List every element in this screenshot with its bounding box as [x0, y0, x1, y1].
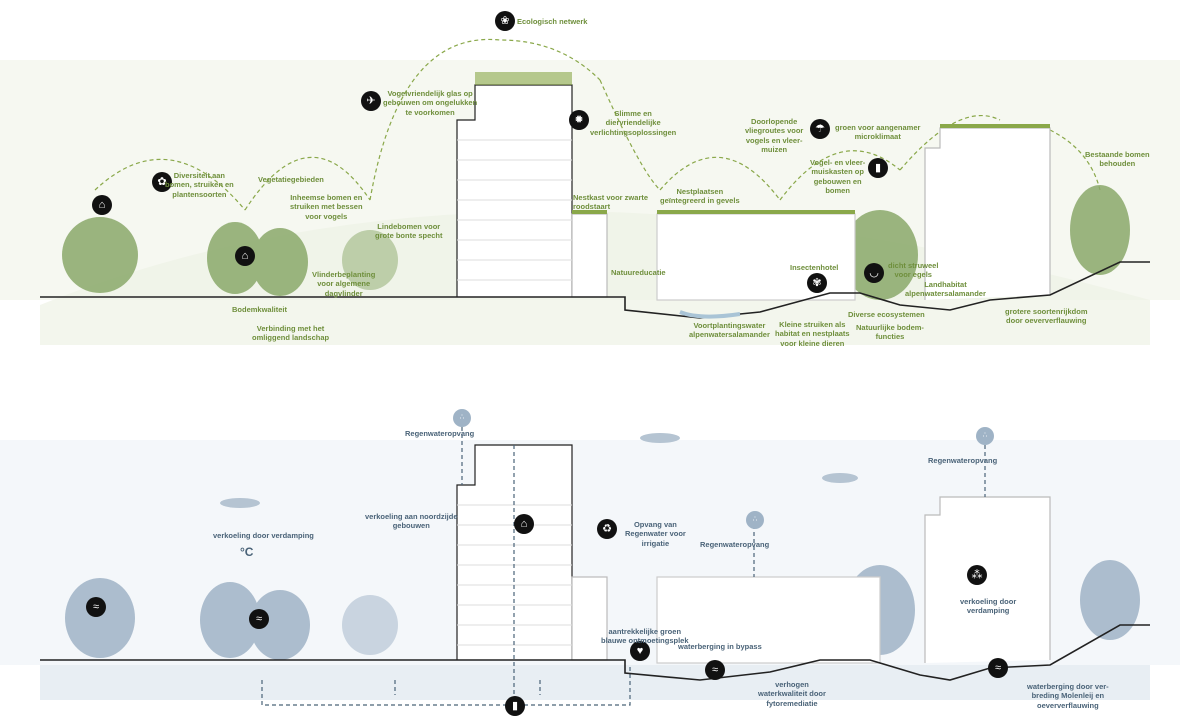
- label: Vogel- en vleer- muiskasten op gebouwen …: [810, 158, 866, 196]
- birdhouse-icon: ⌂: [92, 195, 112, 215]
- label: Verbinding met het omliggend landschap: [252, 324, 330, 343]
- label: verkoeling door verdamping: [213, 531, 314, 540]
- label: Natuurlijke bodem- functies: [856, 323, 924, 342]
- evaporation-icon: ⁂: [967, 565, 987, 585]
- label: Nestkast voor zwarte roodstaart: [573, 193, 649, 212]
- label: Landhabitat alpenwatersalamander: [905, 280, 986, 299]
- label: verkoeling door verdamping: [960, 597, 1017, 616]
- ground-line-top: [40, 261, 1150, 319]
- label: Doorlopende vliegroutes voor vogels en v…: [745, 117, 804, 155]
- water-storage-icon: ≈: [988, 658, 1008, 678]
- nest-box-icon: ▮: [868, 158, 888, 178]
- ecology-arcs: [94, 38, 1101, 211]
- label: aantrekkelijke groen blauwe ontmoetingsp…: [601, 627, 689, 646]
- insect-hotel-icon: ✾: [807, 273, 827, 293]
- label: Vegetatiegebieden: [258, 175, 324, 184]
- water-storage-icon: ≈: [705, 660, 725, 680]
- top-section: [0, 38, 1180, 345]
- label: Voortplantingswater alpenwatersalamander: [689, 321, 770, 340]
- label: Inheemse bomen en struiken met bessen vo…: [290, 193, 363, 221]
- label: Regenwateropvang: [700, 540, 770, 549]
- label: Vlinderbeplanting voor algemene dagvlind…: [312, 270, 376, 298]
- trees-top: [62, 185, 1130, 300]
- label: verhogen waterkwaliteit door fytoremedia…: [758, 680, 826, 708]
- label: waterberging in bypass: [678, 642, 762, 651]
- floor-lines-top: [457, 139, 572, 281]
- lightbulb-icon: ✹: [569, 110, 589, 130]
- label: waterberging door ver- breding Molenleij…: [1027, 682, 1109, 710]
- ground-line-bottom: [40, 624, 1150, 681]
- birdhouse-icon: ⌂: [235, 246, 255, 266]
- water-icon: ≈: [249, 609, 269, 629]
- temperature-label: °C: [240, 545, 254, 559]
- bottom-section: [0, 420, 1180, 706]
- water-icon: ≈: [86, 597, 106, 617]
- label: grotere soortenrijkdom door oeververflau…: [1005, 307, 1088, 326]
- hedgehog-bowl-icon: ◡: [864, 263, 884, 283]
- label: Regenwateropvang: [928, 456, 998, 465]
- label: groen voor aangenamer microklimaat: [835, 123, 921, 142]
- bird-icon: ✈: [361, 91, 381, 111]
- rain-icon: ∴: [746, 511, 764, 529]
- clouds: [220, 433, 858, 508]
- label: Bodemkwaliteit: [232, 305, 288, 314]
- label: verkoeling aan noordzijde gebouwen: [365, 512, 458, 531]
- watering-can-icon: ☂: [810, 119, 830, 139]
- green-roofs-top: [475, 72, 1050, 214]
- label: Nestplaatsen geïntegreerd in gevels: [660, 187, 740, 206]
- water-flow-lines: [261, 420, 986, 706]
- section-title: Ecologisch netwerk: [517, 17, 588, 26]
- label: Lindebomen voor grote bonte specht: [375, 222, 443, 241]
- label: Kleine struiken als habitat en nestplaat…: [775, 320, 850, 348]
- label: dicht struweel voor egels: [888, 261, 939, 280]
- rain-icon: ∴: [976, 427, 994, 445]
- label: Diversiteit aan bomen, struiken en plant…: [165, 171, 234, 199]
- flowers-icon: ✿: [152, 172, 172, 192]
- label: Regenwateropvang: [405, 429, 475, 438]
- water-tank-icon: ▮: [505, 696, 525, 716]
- label: Opvang van Regenwater voor irrigatie: [625, 520, 686, 548]
- ecology-network-icon: ❀: [495, 11, 515, 31]
- label: Natuureducatie: [611, 268, 666, 277]
- label: Bestaande bomen behouden: [1085, 150, 1150, 169]
- recycle-icon: ♻: [597, 519, 617, 539]
- label: Vogelvriendelijk glas op gebouwen om ong…: [383, 89, 478, 117]
- label: Diverse ecosystemen: [848, 310, 925, 319]
- label: Insectenhotel: [790, 263, 839, 272]
- rain-icon: ∴: [453, 409, 471, 427]
- meeting-place-icon: ♥: [630, 641, 650, 661]
- home-cooling-icon: ⌂: [514, 514, 534, 534]
- label: Slimme en diervriendelijke verlichtingso…: [590, 109, 677, 137]
